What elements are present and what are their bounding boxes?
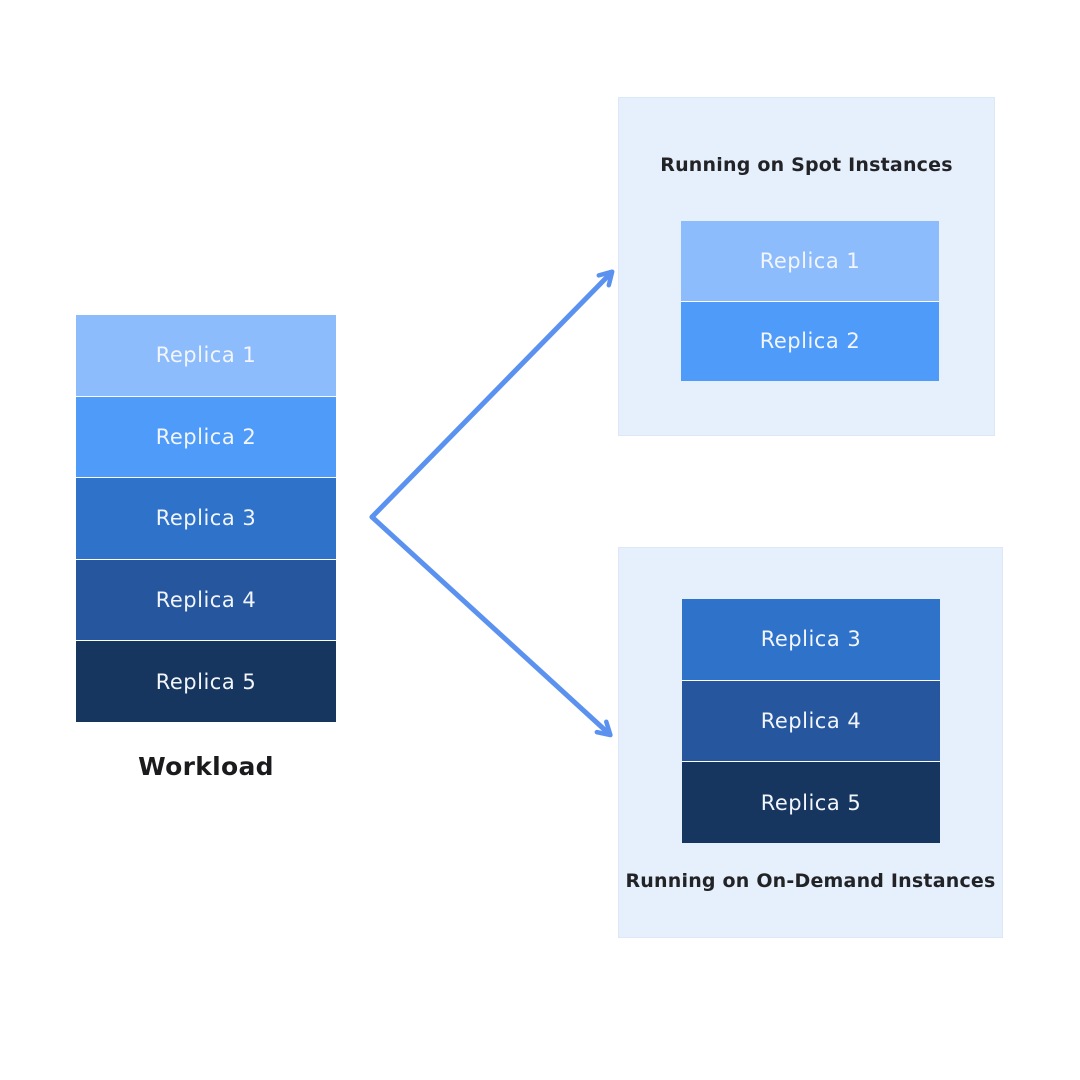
arrow-to-spot-instances — [369, 269, 615, 520]
on-demand-replica-5-label: Replica 5 — [760, 790, 862, 815]
replica-5-label: Replica 5 — [155, 669, 257, 694]
workload-replica-2: Replica 2 — [76, 395, 336, 478]
spot-replica-stack: Replica 1 Replica 2 — [681, 221, 939, 381]
on-demand-replica-3-label: Replica 3 — [760, 627, 862, 652]
on-demand-instances-box: Replica 3 Replica 4 Replica 5 Running on… — [618, 547, 1003, 938]
workload-replica-1: Replica 1 — [76, 315, 336, 396]
on-demand-box-title: Running on On-Demand Instances — [625, 870, 996, 892]
workload-replica-4: Replica 4 — [76, 558, 336, 641]
workload-replica-3: Replica 3 — [76, 477, 336, 559]
spot-instances-box: Running on Spot Instances Replica 1 Repl… — [618, 97, 995, 436]
workload-stack: Replica 1 Replica 2 Replica 3 Replica 4 … — [76, 315, 336, 722]
on-demand-replica-4: Replica 4 — [682, 679, 940, 762]
on-demand-replica-5: Replica 5 — [682, 761, 940, 844]
replica-1-label: Replica 1 — [155, 343, 257, 368]
spot-replica-1: Replica 1 — [681, 221, 939, 301]
replica-2-label: Replica 2 — [155, 424, 257, 449]
spot-replica-2: Replica 2 — [681, 300, 939, 381]
on-demand-replica-3: Replica 3 — [682, 599, 940, 680]
on-demand-replica-4-label: Replica 4 — [760, 709, 862, 733]
replica-3-label: Replica 3 — [155, 506, 257, 531]
arrow-to-on-demand-instances — [369, 514, 613, 738]
spot-box-title: Running on Spot Instances — [660, 154, 953, 176]
on-demand-replica-stack: Replica 3 Replica 4 Replica 5 — [682, 599, 940, 844]
replica-4-label: Replica 4 — [155, 588, 257, 613]
spot-replica-2-label: Replica 2 — [759, 329, 861, 354]
workload-label: Workload — [138, 752, 274, 781]
spot-replica-1-label: Replica 1 — [759, 248, 861, 273]
workload-replica-5: Replica 5 — [76, 640, 336, 722]
